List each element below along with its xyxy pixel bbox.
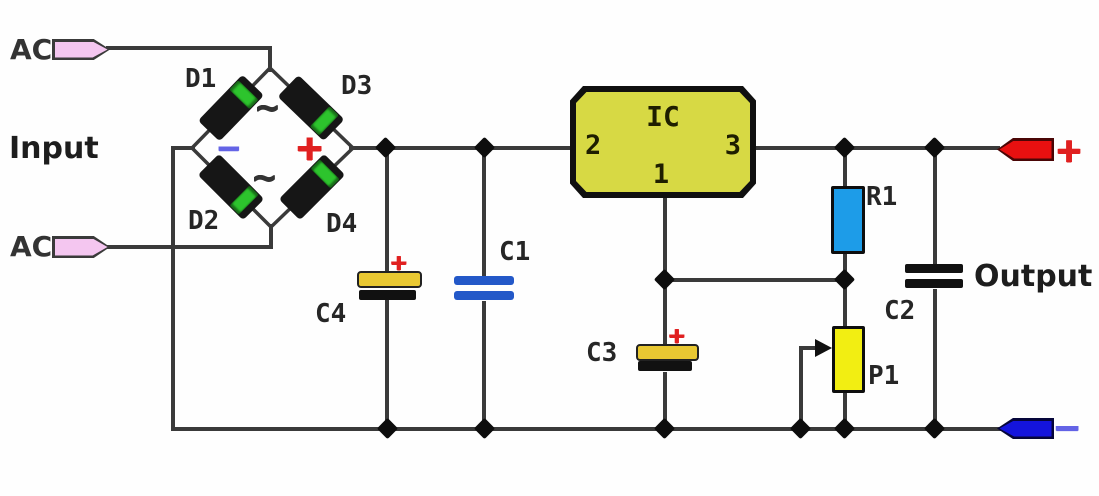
wire-p1-top <box>843 278 847 326</box>
junction-dot <box>923 417 946 440</box>
capacitor-c4-positive-plate <box>357 271 422 288</box>
wire-ac-top <box>106 46 272 50</box>
junction-dot <box>789 417 812 440</box>
wire-negative-vertical <box>171 146 175 431</box>
junction-dot <box>833 417 856 440</box>
ac-terminal-top <box>52 39 110 60</box>
label-p1: P1 <box>868 361 900 391</box>
label-d4: D4 <box>326 209 358 239</box>
junction-dot <box>653 417 676 440</box>
ic-pin1-label: 1 <box>652 159 670 190</box>
wire-r1-top <box>843 146 847 186</box>
capacitor-c4-negative-plate <box>359 290 416 300</box>
output-terminal-positive-fill <box>999 140 1052 159</box>
ac-terminal-bottom-fill <box>54 238 108 256</box>
label-c4: C4 <box>315 299 347 329</box>
ic-pin3-label: 3 <box>724 130 741 161</box>
ic-pin2-label: 2 <box>585 130 602 161</box>
capacitor-c2-plate <box>905 264 963 273</box>
wire-c2-lower <box>933 289 937 431</box>
label-ac-bottom: AC <box>10 230 53 263</box>
potentiometer-p1-icon <box>832 326 865 393</box>
wire-c4-upper <box>385 146 389 272</box>
capacitor-c3-negative-plate <box>638 361 692 371</box>
wire-p1-bottom <box>843 387 847 431</box>
junction-dot <box>833 136 856 159</box>
wire-c1-lower <box>482 301 486 431</box>
resistor-r1-icon <box>831 186 865 254</box>
label-d2: D2 <box>188 206 220 236</box>
output-minus-sign: − <box>1055 405 1080 451</box>
capacitor-c3-positive-plate <box>636 344 699 361</box>
wire-c4-lower <box>385 300 389 431</box>
label-d3: D3 <box>341 71 373 101</box>
c3-polarity-sign: + <box>669 321 685 351</box>
junction-dot <box>374 136 397 159</box>
junction-dot <box>833 268 856 291</box>
wire-r1-bottom <box>843 248 847 282</box>
label-r1: R1 <box>866 182 898 212</box>
junction-dot <box>376 417 399 440</box>
wire-c1-upper <box>482 146 486 277</box>
wire-bridge-neg-stub <box>171 146 195 150</box>
wire-bottom-rail <box>171 427 1001 431</box>
potentiometer-wiper-arrow-icon <box>815 339 832 357</box>
output-terminal-negative-fill <box>999 420 1052 437</box>
junction-dot <box>653 268 676 291</box>
label-output: Output <box>974 259 1093 294</box>
ic-label: IC <box>646 100 680 133</box>
label-ac-top: AC <box>10 33 53 66</box>
wire-wiper-vertical <box>799 346 803 431</box>
output-plus-sign: + <box>1057 128 1082 174</box>
label-input: Input <box>9 131 99 166</box>
wire-pin1-lower <box>663 372 667 431</box>
ic-regulator: IC 2 3 1 <box>570 86 756 198</box>
wire-bridge-top-stub <box>268 46 272 72</box>
bridge-plus-sign: + <box>297 123 323 172</box>
wire-top-rail-right <box>753 146 1000 150</box>
output-terminal-negative <box>997 418 1054 439</box>
wire-c2-upper <box>933 146 937 265</box>
capacitor-c2-plate <box>905 279 963 288</box>
wire-wiper-horizontal <box>799 346 818 350</box>
bridge-minus-sign: − <box>218 128 240 169</box>
c4-polarity-sign: + <box>391 248 407 278</box>
wire-ac-bottom <box>106 245 273 249</box>
label-c2: C2 <box>884 296 916 326</box>
wire-adjust-horizontal <box>663 278 849 282</box>
ic-regulator-body: IC 2 3 1 <box>576 92 750 192</box>
ac-wave-bottom-icon: ~ <box>253 155 276 199</box>
junction-dot <box>473 417 496 440</box>
junction-dot <box>473 136 496 159</box>
label-d1: D1 <box>185 64 217 94</box>
output-terminal-positive <box>997 138 1054 161</box>
capacitor-c1-plate <box>454 291 514 300</box>
capacitor-c1-plate <box>454 276 514 285</box>
junction-dot <box>923 136 946 159</box>
ac-wave-top-icon: ~ <box>256 85 279 129</box>
label-c3: C3 <box>586 338 618 368</box>
wire-top-rail-left <box>349 146 577 150</box>
ac-terminal-bottom <box>52 236 110 258</box>
ac-terminal-top-fill <box>54 41 108 58</box>
wire-bridge-bottom-stub <box>269 224 273 249</box>
label-c1: C1 <box>499 237 531 267</box>
